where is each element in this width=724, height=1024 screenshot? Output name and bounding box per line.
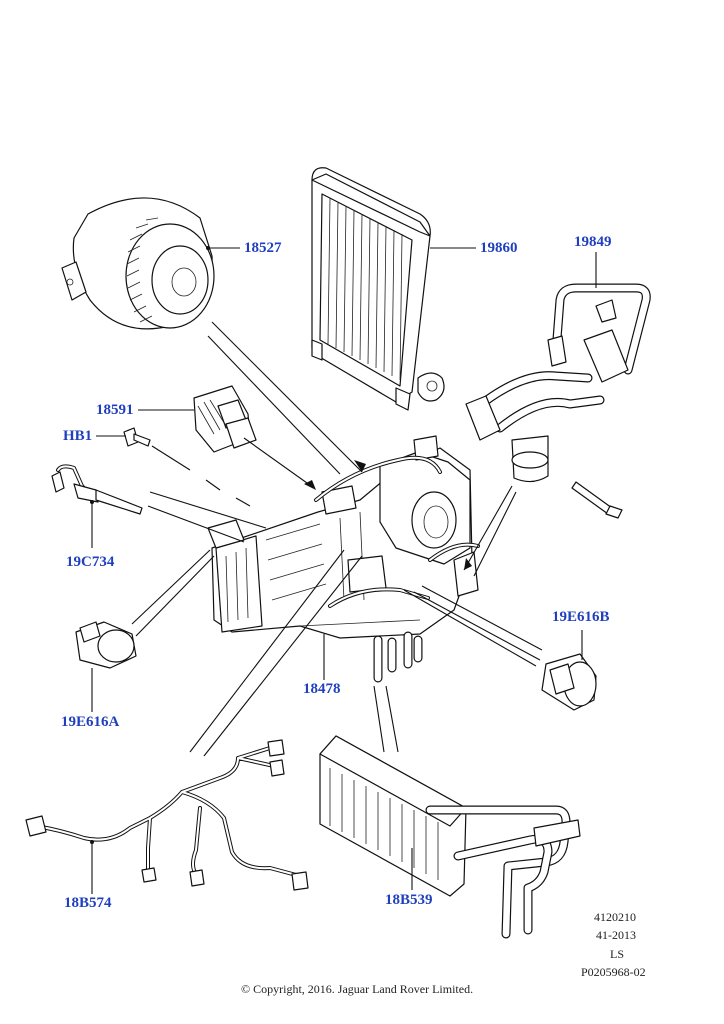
callout-actuator-a[interactable]: 19E616A: [61, 714, 120, 730]
callout-temp-sensor[interactable]: 19C734: [66, 554, 115, 570]
expansion-valve-pipes-part[interactable]: [465, 283, 651, 483]
heater-housing-part[interactable]: [207, 435, 480, 683]
callout-heater-housing[interactable]: 18478: [303, 681, 341, 697]
copyright-notice: © Copyright, 2016. Jaguar Land Rover Lim…: [241, 982, 474, 996]
callout-evaporator[interactable]: 19860: [480, 240, 518, 256]
callout-heater-core[interactable]: 18B539: [385, 892, 433, 908]
callout-blower-resistor[interactable]: 18591: [96, 402, 134, 418]
blower-resistor-part[interactable]: [193, 385, 257, 453]
bolt-part[interactable]: [123, 427, 151, 447]
callout-wiring-harness[interactable]: 18B574: [64, 895, 112, 911]
blower-motor-part[interactable]: [61, 197, 215, 330]
ref-code-2: 41-2013: [596, 928, 636, 942]
leader-dot-blower: [206, 246, 210, 250]
arrowheads: [304, 460, 472, 570]
wiring-harness-part[interactable]: [25, 739, 309, 891]
temperature-sensor-part[interactable]: [51, 464, 143, 515]
long-bolt-part[interactable]: [571, 481, 623, 519]
heater-core-part[interactable]: [319, 735, 581, 939]
callout-expansion-valve[interactable]: 19849: [574, 234, 612, 250]
callout-actuator-b[interactable]: 19E616B: [552, 609, 610, 625]
ref-code-1: 4120210: [594, 910, 636, 924]
ref-code-3: LS: [610, 947, 625, 961]
evaporator-part[interactable]: [311, 167, 445, 411]
callout-blower-motor[interactable]: 18527: [244, 240, 282, 256]
ref-code-4: P0205968-02: [581, 965, 646, 979]
callout-bolt[interactable]: HB1: [63, 428, 93, 444]
actuator-a-part[interactable]: [75, 621, 137, 669]
actuator-b-part[interactable]: [541, 653, 597, 711]
assembly-lines: [131, 321, 543, 757]
leader-dot-temp-sensor: [90, 500, 94, 504]
leader-dot-harness: [90, 840, 94, 844]
